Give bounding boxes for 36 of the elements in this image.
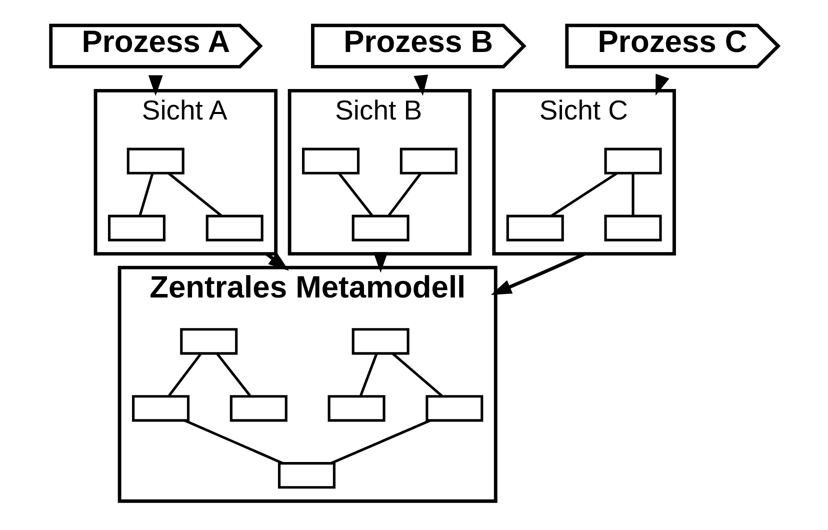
cluster: Sicht C [492, 88, 676, 256]
connector [216, 352, 250, 396]
node-box [205, 214, 263, 242]
connector [338, 172, 372, 216]
arrow [490, 252, 586, 295]
cluster: Sicht B [287, 88, 472, 256]
node-box [425, 395, 483, 422]
node-box [107, 214, 165, 242]
connector [359, 353, 378, 396]
node-box [506, 214, 564, 242]
node-box [229, 395, 287, 422]
connector [391, 352, 442, 397]
node-box [302, 148, 360, 174]
node-box [351, 328, 409, 355]
connector [167, 172, 222, 217]
cluster: Zentrales Metamodell [117, 266, 497, 503]
node-box [604, 148, 662, 174]
node-box [132, 395, 190, 422]
cluster: Sicht A [93, 88, 278, 256]
node-box [126, 148, 184, 174]
connector [550, 172, 618, 217]
node-box [180, 328, 238, 355]
connector [387, 172, 422, 216]
node-box [604, 214, 662, 242]
node-box [277, 462, 335, 489]
connector [631, 173, 634, 216]
arrow [655, 74, 669, 96]
node-box [327, 395, 385, 422]
connector [168, 352, 202, 396]
connector [184, 419, 283, 464]
connector [138, 172, 154, 216]
arrow [372, 252, 388, 273]
arrow [265, 252, 288, 271]
node-box [399, 148, 457, 174]
node-box [351, 214, 409, 242]
connector [330, 419, 430, 464]
